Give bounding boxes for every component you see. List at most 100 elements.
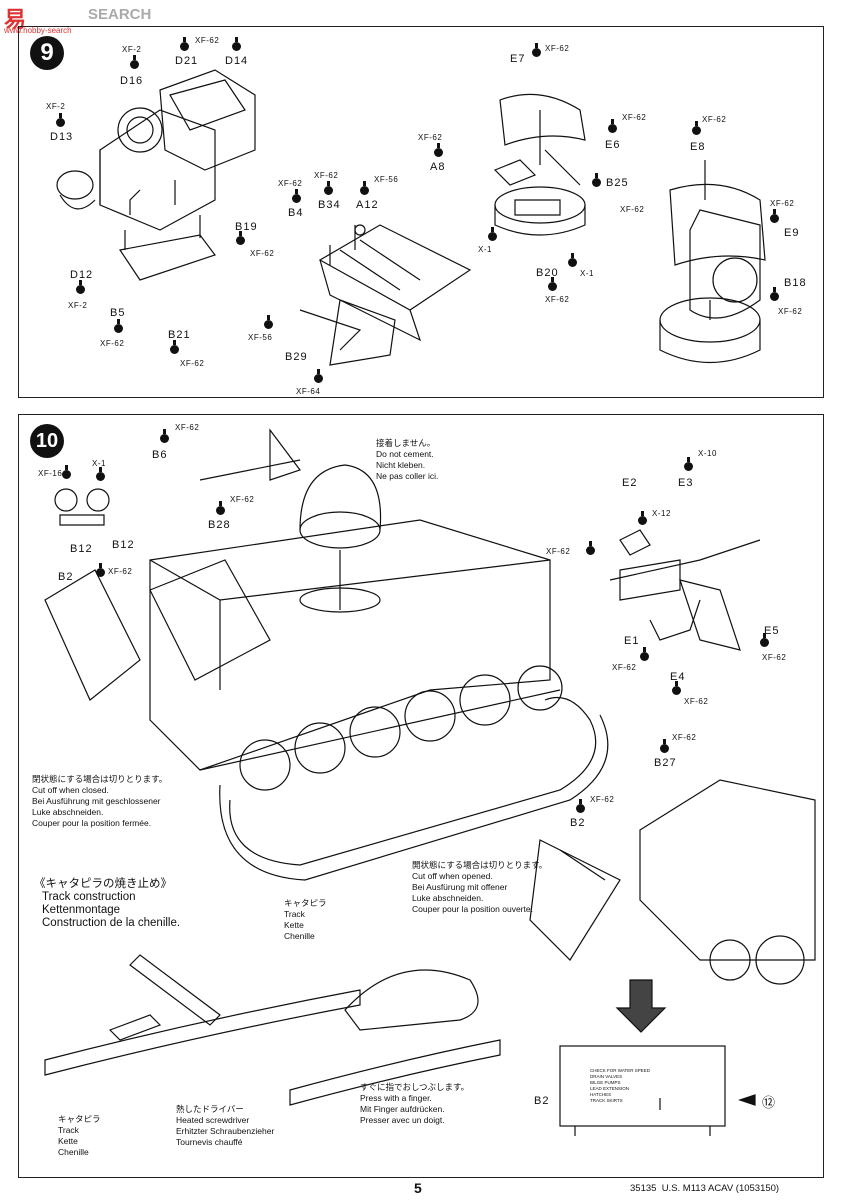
dot-icon [130, 55, 139, 69]
paint-A8: XF-62 [418, 133, 443, 142]
paint-D21: XF-62 [195, 36, 220, 45]
track-label-upper: キャタピラ Track Kette Chenille [284, 898, 327, 941]
dot-icon [56, 113, 65, 127]
dot-icon [638, 511, 647, 525]
dot-icon [264, 315, 273, 329]
dot-icon [76, 280, 85, 294]
label-B29: B29 [285, 351, 308, 363]
paint-gun: XF-62 [546, 547, 571, 556]
watermark-logo: 易 [4, 7, 27, 32]
paint-B21: XF-62 [180, 359, 205, 368]
paint-X10: X-10 [698, 449, 717, 458]
dot-icon [576, 799, 585, 813]
hatch-plate-text: CHECK FOR WATER SPEED DRAIN VALVES BILGE… [590, 1068, 651, 1103]
label-B5: B5 [110, 307, 126, 319]
dot-icon [568, 253, 577, 267]
dot-icon [592, 173, 601, 187]
paint-X1a: X-1 [478, 245, 492, 254]
paint-X1: X-1 [92, 459, 106, 468]
dot-icon [640, 647, 649, 661]
paint-B5: XF-62 [100, 339, 125, 348]
paint-B18: XF-62 [778, 307, 803, 316]
paint-B4: XF-62 [278, 179, 303, 188]
label-D14: D14 [225, 55, 249, 67]
dot-icon [62, 465, 71, 479]
dot-icon [532, 43, 541, 57]
paint-XF16: XF-16 [38, 469, 63, 478]
dot-icon [160, 429, 169, 443]
page-number: 5 [414, 1180, 422, 1196]
dot-icon [170, 340, 179, 354]
opened-note: 開状態にする場合は切りとります。 Cut off when opened. Be… [412, 860, 548, 914]
label-B18: B18 [784, 277, 807, 289]
model-code: 35135 U.S. M113 ACAV (1053150) [630, 1183, 780, 1194]
dot-icon [232, 37, 241, 51]
paint-E1: XF-62 [612, 663, 637, 672]
label-E3: E3 [678, 477, 694, 489]
label-B12b: B12 [112, 539, 135, 551]
dot-icon [360, 181, 369, 195]
dot-icon [548, 277, 557, 291]
label-B21: B21 [168, 329, 191, 341]
label-D13: D13 [50, 131, 74, 143]
paint-B20: XF-62 [545, 295, 570, 304]
finger-note: すぐに指でおしつぶします。 Press with a finger. Mit F… [360, 1082, 470, 1125]
do-not-cement-note: 接着しません。 Do not cement. Nicht kleben. Ne … [376, 438, 439, 481]
dot-icon [114, 319, 123, 333]
label-B4: B4 [288, 207, 304, 219]
paint-B19: XF-62 [250, 249, 275, 258]
watermark-domain: www.hobby-search [4, 26, 72, 35]
label-B19: B19 [235, 221, 258, 233]
label-E4: E4 [670, 671, 686, 683]
label-B12a: B12 [70, 543, 93, 555]
dot-icon [434, 143, 443, 157]
dot-icon [760, 633, 769, 647]
dot-icon [216, 501, 225, 515]
label-E8: E8 [690, 141, 706, 153]
paint-B27: XF-62 [672, 733, 697, 742]
paint-B12b: XF-62 [108, 567, 133, 576]
track-title: 《キャタピラの焼き止め》 Track construction Kettenmo… [34, 878, 181, 929]
label-E1: E1 [624, 635, 640, 647]
label-B2b: B2 [570, 817, 586, 829]
dot-icon [586, 541, 595, 555]
closed-note: 閉状態にする場合は切りとります。 Cut off when closed. Be… [32, 774, 168, 828]
label-B27: B27 [654, 757, 677, 769]
dot-icon [488, 227, 497, 241]
paint-E9: XF-62 [770, 199, 795, 208]
label-B28: B28 [208, 519, 231, 531]
paint-X1b: X-1 [580, 269, 594, 278]
step9-number: 9 [30, 36, 64, 70]
watermark-text: SEARCH [88, 6, 152, 23]
dot-icon [660, 739, 669, 753]
dot-icon [314, 369, 323, 383]
dot-icon [292, 189, 301, 203]
step10-panel [18, 414, 824, 1178]
dot-icon [96, 467, 105, 481]
watermark: 易 SEARCH www.hobby-search [2, 2, 162, 36]
step10-number: 10 [30, 424, 64, 458]
label-E5: E5 [764, 625, 780, 637]
label-B20: B20 [536, 267, 559, 279]
step9-panel [18, 26, 824, 398]
label-A8: A8 [430, 161, 446, 173]
paint-B25: XF-62 [620, 205, 645, 214]
label-D21: D21 [175, 55, 199, 67]
paint-D12: XF-2 [68, 301, 88, 310]
paint-D16: XF-2 [122, 45, 142, 54]
dot-icon [672, 681, 681, 695]
label-E6: E6 [605, 139, 621, 151]
dot-icon [770, 209, 779, 223]
label-B34: B34 [318, 199, 341, 211]
paint-E8: XF-62 [702, 115, 727, 124]
label-E7: E7 [510, 53, 526, 65]
paint-B6: XF-62 [175, 423, 200, 432]
paint-B2b: XF-62 [590, 795, 615, 804]
label-D12: D12 [70, 269, 94, 281]
track-label-lower: キャタピラ Track Kette Chenille [58, 1114, 101, 1157]
dot-icon [770, 287, 779, 301]
label-B2c: B2 [534, 1095, 550, 1107]
dot-icon [324, 181, 333, 195]
